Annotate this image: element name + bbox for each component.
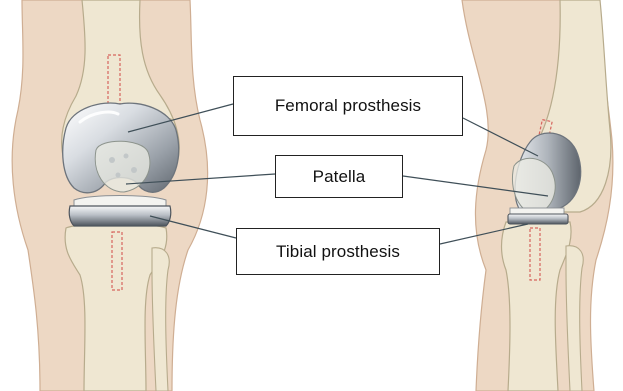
front-view-knee (12, 0, 207, 391)
tibial-prosthesis-label: Tibial prosthesis (236, 228, 440, 275)
side-view-knee (462, 0, 613, 391)
patella-label: Patella (275, 155, 403, 198)
side-poly-insert (510, 208, 564, 214)
femoral-prosthesis-label: Femoral prosthesis (233, 76, 463, 136)
front-tibial-tray (69, 206, 171, 226)
side-tibial-tray (508, 214, 568, 224)
